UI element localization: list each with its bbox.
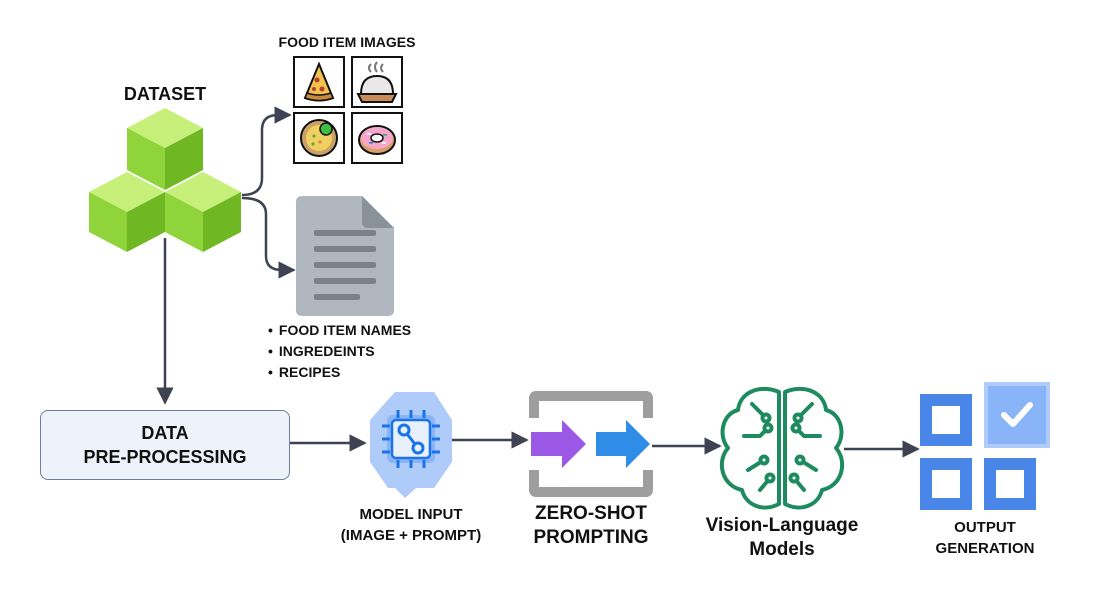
- preprocessing-label-line1: DATA: [141, 423, 189, 443]
- preprocessing-label-line2: PRE-PROCESSING: [83, 447, 247, 467]
- arrow-dataset-to-document: [241, 196, 296, 279]
- double-arrow-icon: [529, 391, 653, 497]
- vlm-label: Vision-Language Models: [686, 514, 878, 562]
- vlm-label-line1: Vision-Language: [705, 515, 859, 536]
- output-label: OUTPUT GENERATION: [920, 517, 1050, 559]
- cube-left: [89, 172, 165, 252]
- list-item: INGREDEINTS: [268, 341, 411, 362]
- document-icon: [296, 196, 394, 316]
- steaming-dish-icon: [351, 56, 403, 108]
- cube-right: [165, 172, 241, 252]
- chip-bubble-icon: [370, 392, 452, 498]
- vlm-label-line2: Models: [749, 539, 815, 560]
- grid-check-icon: [920, 382, 1050, 510]
- list-item: RECIPES: [268, 362, 411, 383]
- output-label-line1: OUTPUT: [954, 519, 1016, 536]
- connectors: [156, 106, 920, 458]
- preprocessing-box: DATA PRE-PROCESSING: [40, 410, 290, 480]
- food-images-title: FOOD ITEM IMAGES: [278, 34, 416, 50]
- dataset-cubes-icon: [89, 108, 241, 252]
- donut-icon: [351, 112, 403, 164]
- pizza-slice-icon: [293, 56, 345, 108]
- model-input-label: MODEL INPUT (IMAGE + PROMPT): [320, 504, 502, 546]
- zero-shot-label-line2: PROMPTING: [533, 527, 649, 548]
- arrow-dataset-to-images: [241, 106, 292, 197]
- cube-top: [127, 108, 203, 190]
- output-label-line2: GENERATION: [935, 540, 1035, 557]
- soup-bowl-icon: [293, 112, 345, 164]
- zero-shot-label: ZERO-SHOT PROMPTING: [510, 502, 672, 550]
- zero-shot-label-line1: ZERO-SHOT: [535, 503, 647, 524]
- brain-circuit-icon: [719, 386, 845, 510]
- model-input-label-line2: (IMAGE + PROMPT): [340, 527, 482, 544]
- model-input-label-line1: MODEL INPUT: [359, 506, 463, 523]
- document-contents-list: FOOD ITEM NAMES INGREDEINTS RECIPES: [268, 320, 411, 383]
- list-item: FOOD ITEM NAMES: [268, 320, 411, 341]
- dataset-title: DATASET: [123, 84, 207, 104]
